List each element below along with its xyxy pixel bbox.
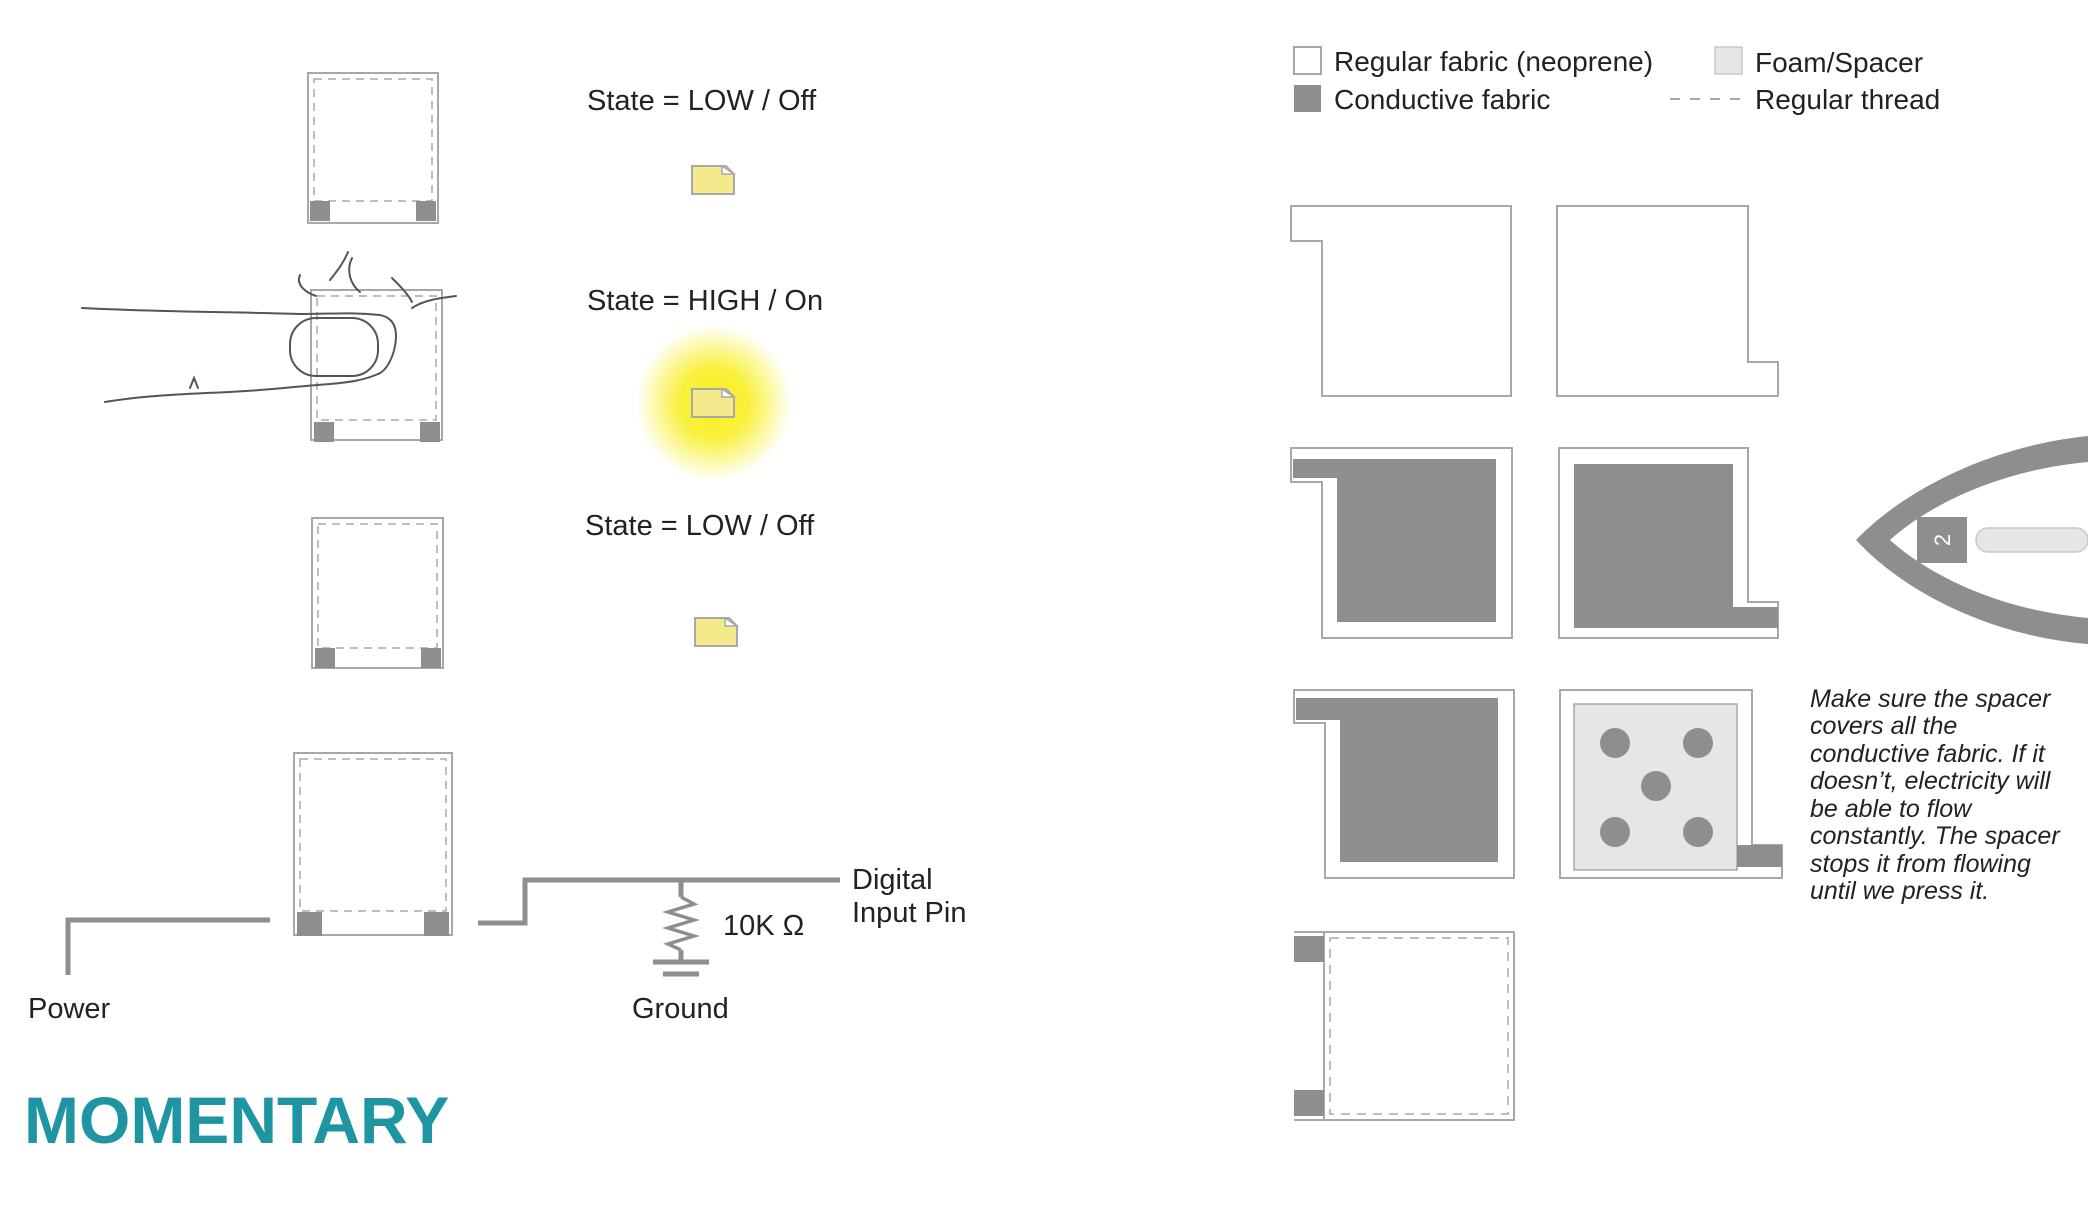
led-off-bottom: [694, 616, 740, 647]
assembled-switch-piece: [1294, 931, 1515, 1121]
legend-label-conductive-fabric: Conductive fabric: [1334, 84, 1550, 115]
instruction-note: Make sure the spacer covers all the cond…: [1810, 685, 2061, 905]
led-off-top: [691, 164, 737, 195]
legend: Regular fabric (neoprene) Conductive fab…: [1293, 46, 1940, 115]
iron-illustration: 2: [1856, 436, 2088, 644]
state-label-bottom: State = LOW / Off: [585, 510, 815, 542]
resistor-label: 10K Ω: [723, 910, 804, 942]
page-title: MOMENTARY: [24, 1083, 449, 1157]
legend-label-regular-thread: Regular thread: [1755, 84, 1940, 115]
note-line: doesn’t, electricity will: [1810, 767, 2052, 795]
legend-label-regular-fabric: Regular fabric (neoprene): [1334, 46, 1653, 77]
finger-illustration: [81, 251, 457, 403]
legend-swatch-foam-spacer: [1714, 46, 1743, 75]
spacer-hole: [1683, 817, 1713, 847]
conductive-piece-left: [1290, 447, 1513, 639]
power-label: Power: [28, 993, 111, 1025]
state-label-top: State = LOW / Off: [587, 85, 817, 117]
spacer-hole: [1641, 771, 1671, 801]
iron-setting-number: 2: [1930, 534, 1955, 546]
legend-label-foam-spacer: Foam/Spacer: [1755, 47, 1923, 78]
led-on: [691, 387, 737, 418]
fabric-piece-left: [1290, 205, 1512, 397]
conductive-piece-right: [1558, 447, 1779, 639]
note-line: conductive fabric. If it: [1810, 740, 2046, 768]
legend-swatch-conductive-fabric: [1294, 85, 1321, 112]
note-line: covers all the: [1810, 712, 1957, 740]
legend-swatch-regular-fabric: [1293, 46, 1322, 75]
state-label-middle: State = HIGH / On: [587, 285, 823, 317]
note-line: until we press it.: [1810, 877, 1989, 905]
spacer-hole: [1683, 728, 1713, 758]
digital-pin-label-line2: Input Pin: [852, 897, 966, 929]
fabric-piece-right: [1556, 205, 1779, 397]
note-line: be able to flow: [1810, 795, 1973, 823]
digital-pin-label-line1: Digital: [852, 864, 933, 896]
switch-bottom: [311, 517, 444, 669]
note-line: constantly. The spacer: [1810, 822, 2061, 850]
conductive-piece-left-2: [1293, 689, 1515, 879]
spacer-hole: [1600, 728, 1630, 758]
ground-label: Ground: [632, 993, 729, 1025]
switch-top: [307, 72, 439, 224]
circuit-switch: [293, 752, 453, 936]
spacer-piece: [1559, 689, 1783, 879]
note-line: Make sure the spacer: [1810, 685, 2052, 713]
circuit-wires: [65, 877, 840, 977]
note-line: stops it from flowing: [1810, 850, 2031, 878]
spacer-hole: [1600, 817, 1630, 847]
